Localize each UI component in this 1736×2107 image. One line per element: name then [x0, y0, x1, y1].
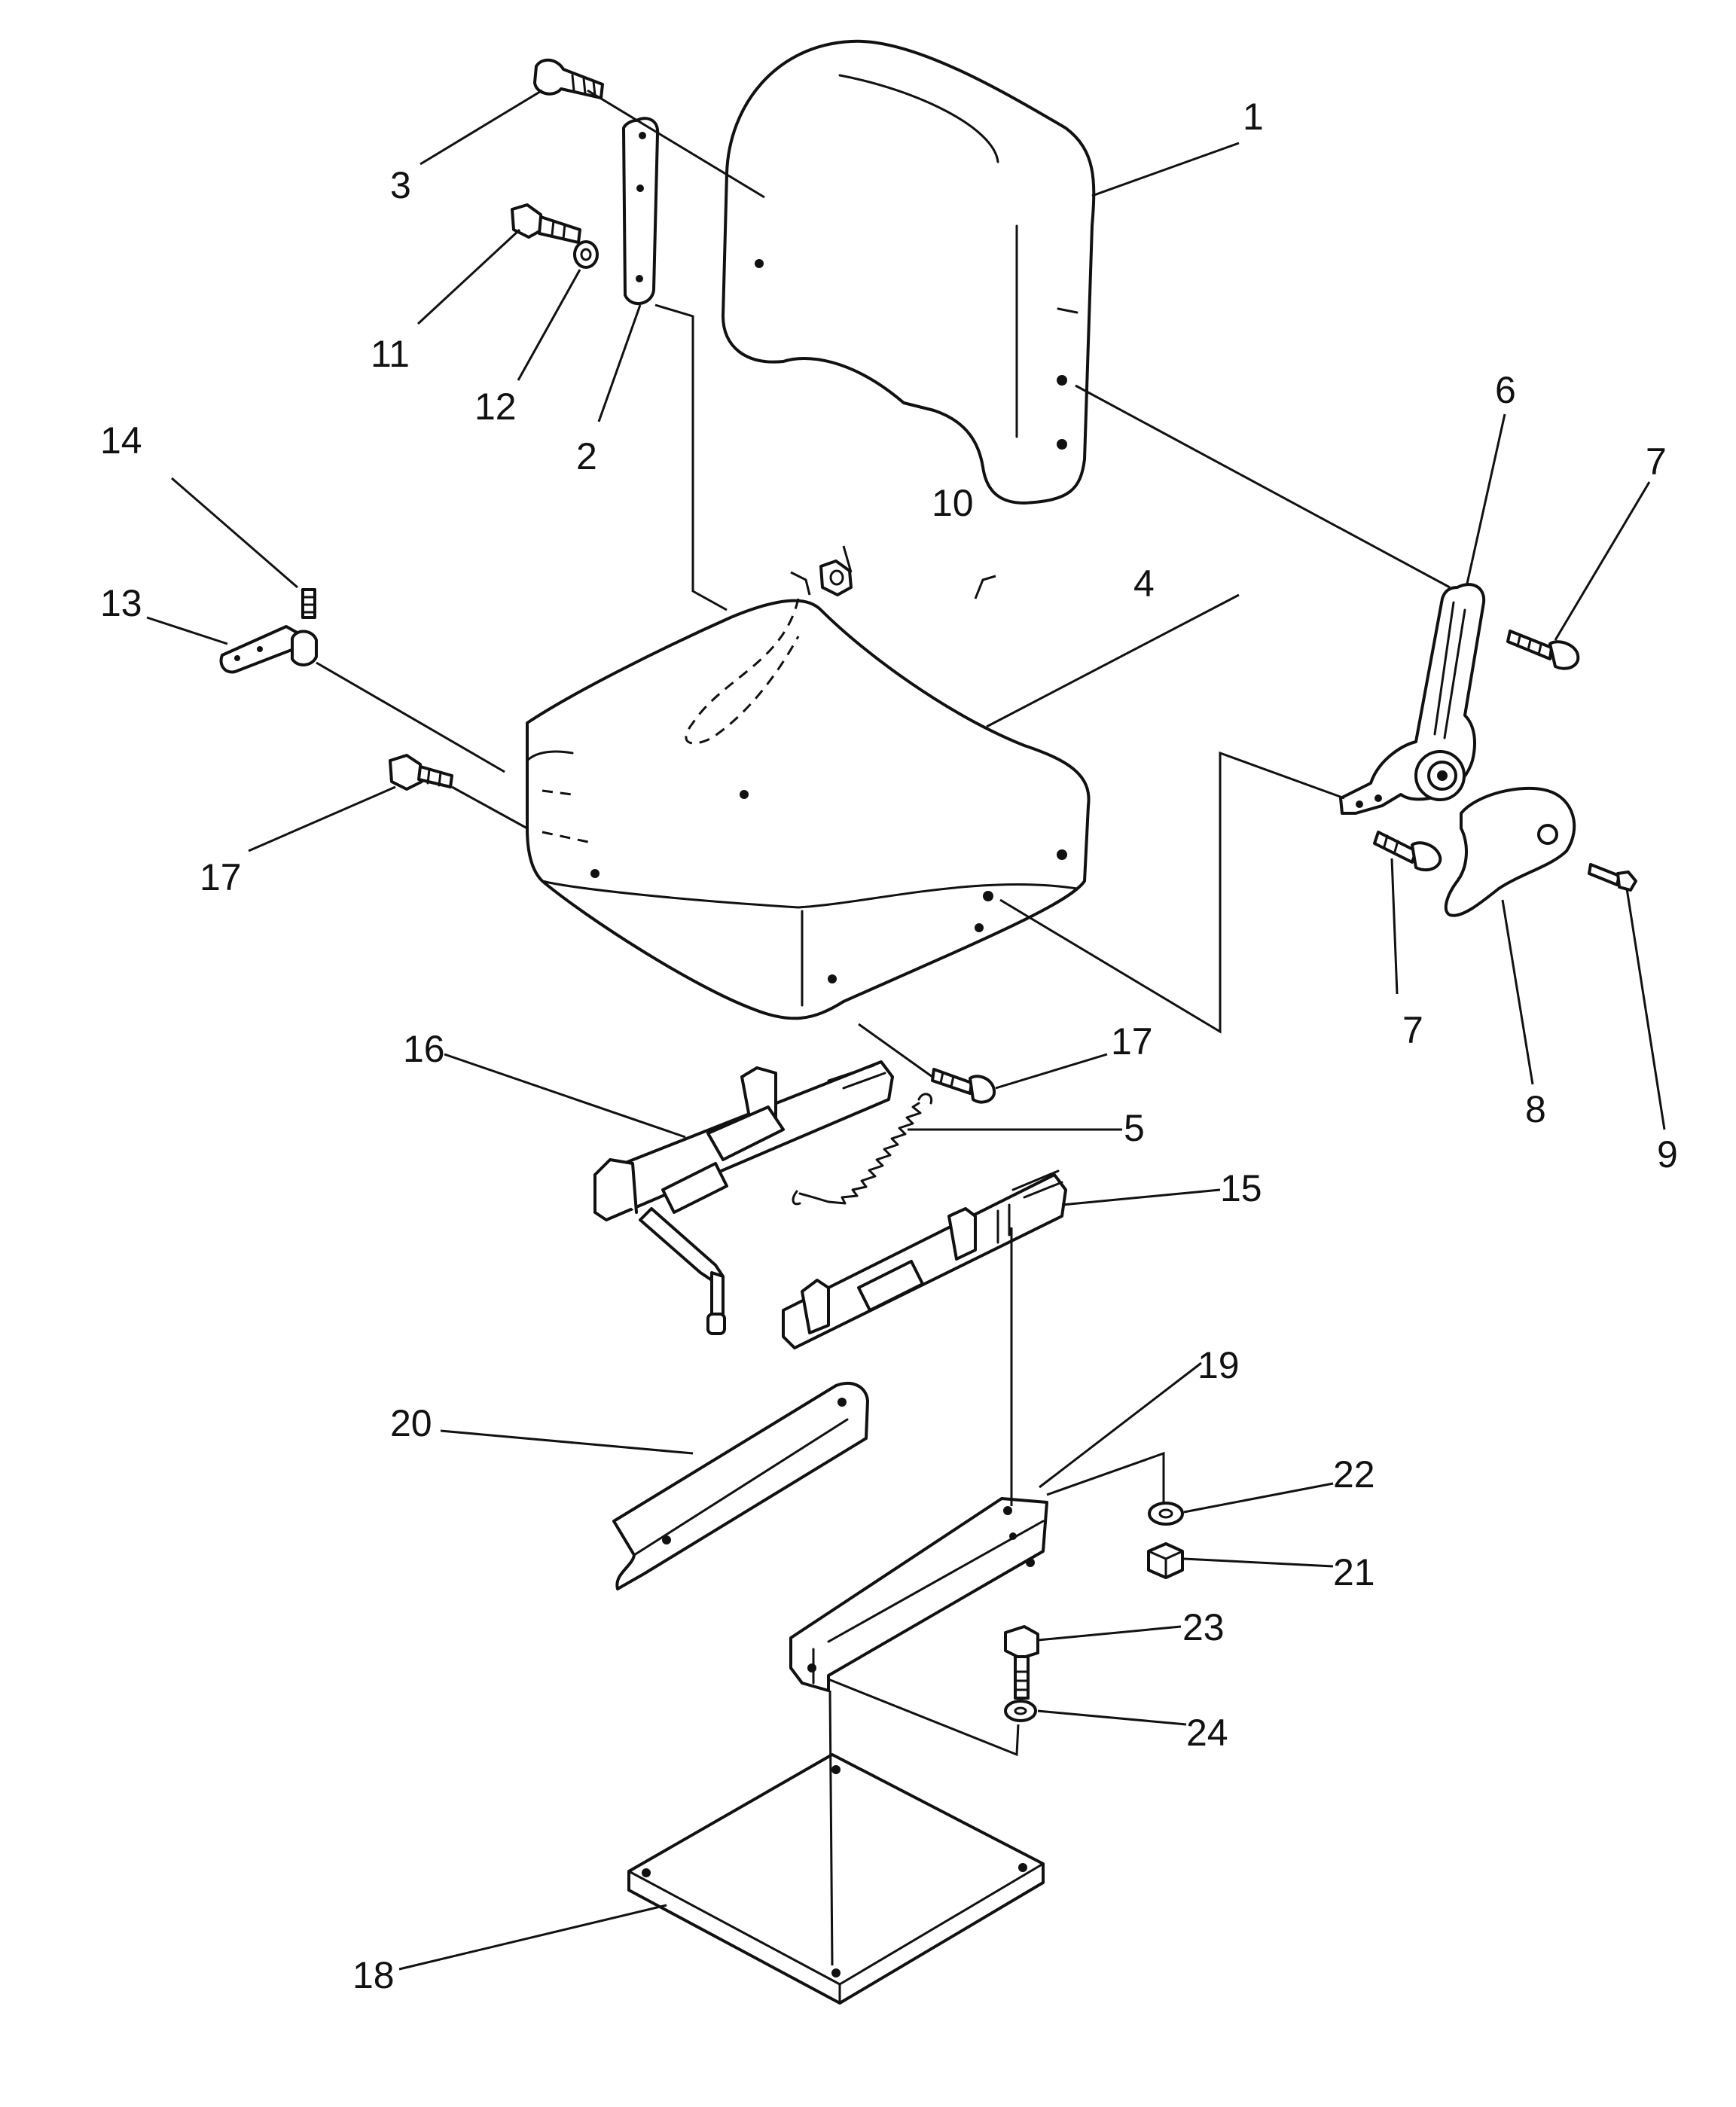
bracket-13-part [219, 625, 318, 674]
channel-20-part [612, 1381, 869, 1590]
nut-21-part [1147, 1542, 1184, 1579]
seat-cushion-part [526, 598, 1091, 1020]
callout-5: 5 [1124, 1107, 1145, 1149]
callout-12: 12 [474, 386, 517, 428]
callout-13: 13 [100, 582, 142, 624]
bracket-19-part [789, 1497, 1048, 1692]
side-plate-part [622, 117, 660, 306]
callout-22: 22 [1333, 1453, 1375, 1496]
callout-21: 21 [1333, 1551, 1375, 1593]
spring-part [792, 1093, 933, 1206]
washer-22-part [1148, 1502, 1184, 1526]
washer-24-part [1004, 1700, 1037, 1722]
callout-24: 24 [1186, 1712, 1228, 1754]
callout-17-lower: 17 [1111, 1020, 1153, 1063]
callout-8: 8 [1525, 1088, 1546, 1130]
callout-2: 2 [576, 435, 597, 477]
nut-10-part [819, 560, 853, 596]
callout-7-upper: 7 [1646, 441, 1667, 483]
base-plate-part [627, 1753, 1045, 2005]
callout-20: 20 [390, 1402, 432, 1444]
slide-rail-16-part [593, 1060, 894, 1335]
screw-9-part [1588, 863, 1637, 892]
bolt-7-upper-part [1506, 630, 1580, 670]
callout-14: 14 [100, 419, 142, 462]
lever-cover-part [1444, 786, 1576, 917]
callout-leaders [146, 89, 1666, 1971]
callout-11: 11 [371, 333, 410, 375]
callout-6: 6 [1495, 369, 1516, 411]
bolt-7-lower-part [1373, 831, 1442, 872]
bolt-17-upper-part [389, 754, 453, 791]
callout-4: 4 [1133, 563, 1155, 605]
slide-rail-15-part [782, 1169, 1067, 1349]
backrest-part [722, 39, 1096, 505]
callout-10: 10 [932, 482, 974, 524]
callout-18: 18 [352, 1954, 395, 1996]
bolt-11-part [511, 203, 581, 244]
callout-7-lower: 7 [1402, 1009, 1423, 1051]
washer-12-part [573, 240, 599, 269]
callout-labels: 1 3 11 12 2 10 4 14 13 17 6 7 7 8 9 17 1… [100, 96, 1678, 1996]
callout-19: 19 [1198, 1344, 1240, 1386]
callout-3: 3 [390, 164, 411, 206]
callout-17-upper: 17 [200, 856, 242, 898]
recliner-part [1339, 583, 1486, 815]
assembly-lines [316, 89, 1451, 1966]
callout-9: 9 [1657, 1133, 1678, 1175]
callout-16: 16 [403, 1028, 445, 1070]
bolt-23-part [1004, 1625, 1039, 1700]
screw-14-part [301, 588, 316, 619]
bolt-17-lower-part [931, 1068, 996, 1104]
callout-1: 1 [1243, 96, 1264, 138]
callout-23: 23 [1182, 1606, 1225, 1648]
callout-15: 15 [1220, 1167, 1262, 1209]
